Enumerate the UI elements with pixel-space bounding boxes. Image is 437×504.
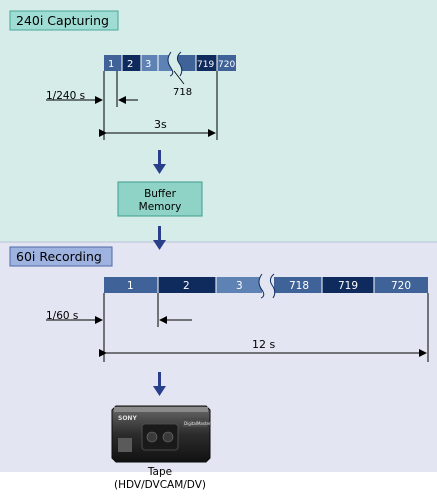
- record-frame-strip: [104, 273, 428, 299]
- tape-badge: DigitalMaster: [184, 421, 211, 426]
- tape-caption-line-2: (HDV/DVCAM/DV): [114, 479, 206, 491]
- record-break-line: [269, 273, 276, 299]
- capture-frame-label-1: 1: [108, 59, 114, 70]
- record-frame-label-2: 2: [183, 280, 190, 292]
- tape-label-patch: [118, 438, 132, 452]
- capture-frame-3: [141, 55, 158, 71]
- capture-frame-2-fill: [122, 55, 141, 71]
- capture-break-line: [176, 51, 183, 77]
- record-frame-2: [158, 277, 216, 293]
- callout-leader: [173, 70, 185, 85]
- capture-title-box: [9, 10, 119, 31]
- record-section-background: [0, 242, 437, 472]
- tape-badge-bg: [183, 418, 207, 427]
- capture-section-background: [0, 0, 437, 242]
- record-frame-label-3: 3: [236, 280, 243, 292]
- record-title: 60i Recording: [16, 249, 102, 264]
- flow-arrow-3: [153, 372, 166, 396]
- flow-arrow-3-shaft: [158, 372, 161, 388]
- tape-window: [141, 423, 179, 451]
- record-title-box: [9, 246, 113, 267]
- record-frame-label-719: 719: [338, 280, 358, 292]
- flow-arrow-1: [153, 150, 166, 174]
- record-frame-718: [274, 277, 322, 293]
- record-break-line: [258, 273, 265, 299]
- record-duration-label: 12 s: [252, 338, 275, 351]
- capture-frame-label-3: 3: [145, 59, 151, 70]
- capture-frame-label-2: 2: [127, 59, 133, 70]
- tape-brand: SONY: [118, 415, 137, 422]
- flow-arrow-2: [153, 226, 166, 250]
- flow-arrow-3-head: [153, 386, 166, 396]
- tape-caption-line-1: Tape: [147, 466, 172, 478]
- flow-arrow-2-shaft: [158, 226, 161, 242]
- capture-strip-break: [168, 52, 182, 76]
- record-frame-1: [104, 277, 158, 293]
- capture-frame-718: [178, 55, 196, 71]
- record-frame-label-720: 720: [391, 280, 411, 292]
- buffer-line-1: Buffer: [144, 188, 177, 200]
- buffer-line-2: Memory: [139, 201, 182, 213]
- capture-duration-label: 3s: [154, 118, 167, 131]
- capture-frame-strip: [104, 51, 236, 77]
- flow-arrow-1-shaft: [158, 150, 161, 166]
- record-frame-3: [216, 277, 262, 293]
- flow-arrow-1-head: [153, 164, 166, 174]
- record-frame-label-718: 718: [289, 280, 309, 292]
- record-interval-label: 1/60 s: [46, 310, 78, 322]
- buffer-memory-box: [117, 181, 203, 217]
- capture-frame-720: [217, 55, 236, 71]
- record-strip-break: [259, 274, 275, 298]
- tape-top-edge: [114, 407, 208, 412]
- capture-break-line: [167, 51, 174, 77]
- callout-718: 718: [173, 87, 192, 98]
- tape-reel-left: [146, 431, 158, 443]
- capture-interval-label: 1/240 s: [46, 90, 85, 102]
- capture-frame-label-720: 720: [218, 60, 235, 70]
- record-frame-720: [374, 277, 428, 293]
- record-frame-label-1: 1: [127, 280, 134, 292]
- record-frame-719: [322, 277, 374, 293]
- capture-title: 240i Capturing: [16, 13, 109, 28]
- capture-frame-label-719: 719: [197, 60, 214, 70]
- tape-cassette-icon: [111, 405, 211, 463]
- capture-frame-719: [196, 55, 217, 71]
- flow-arrow-2-head: [153, 240, 166, 250]
- tape-reel-right: [162, 431, 174, 443]
